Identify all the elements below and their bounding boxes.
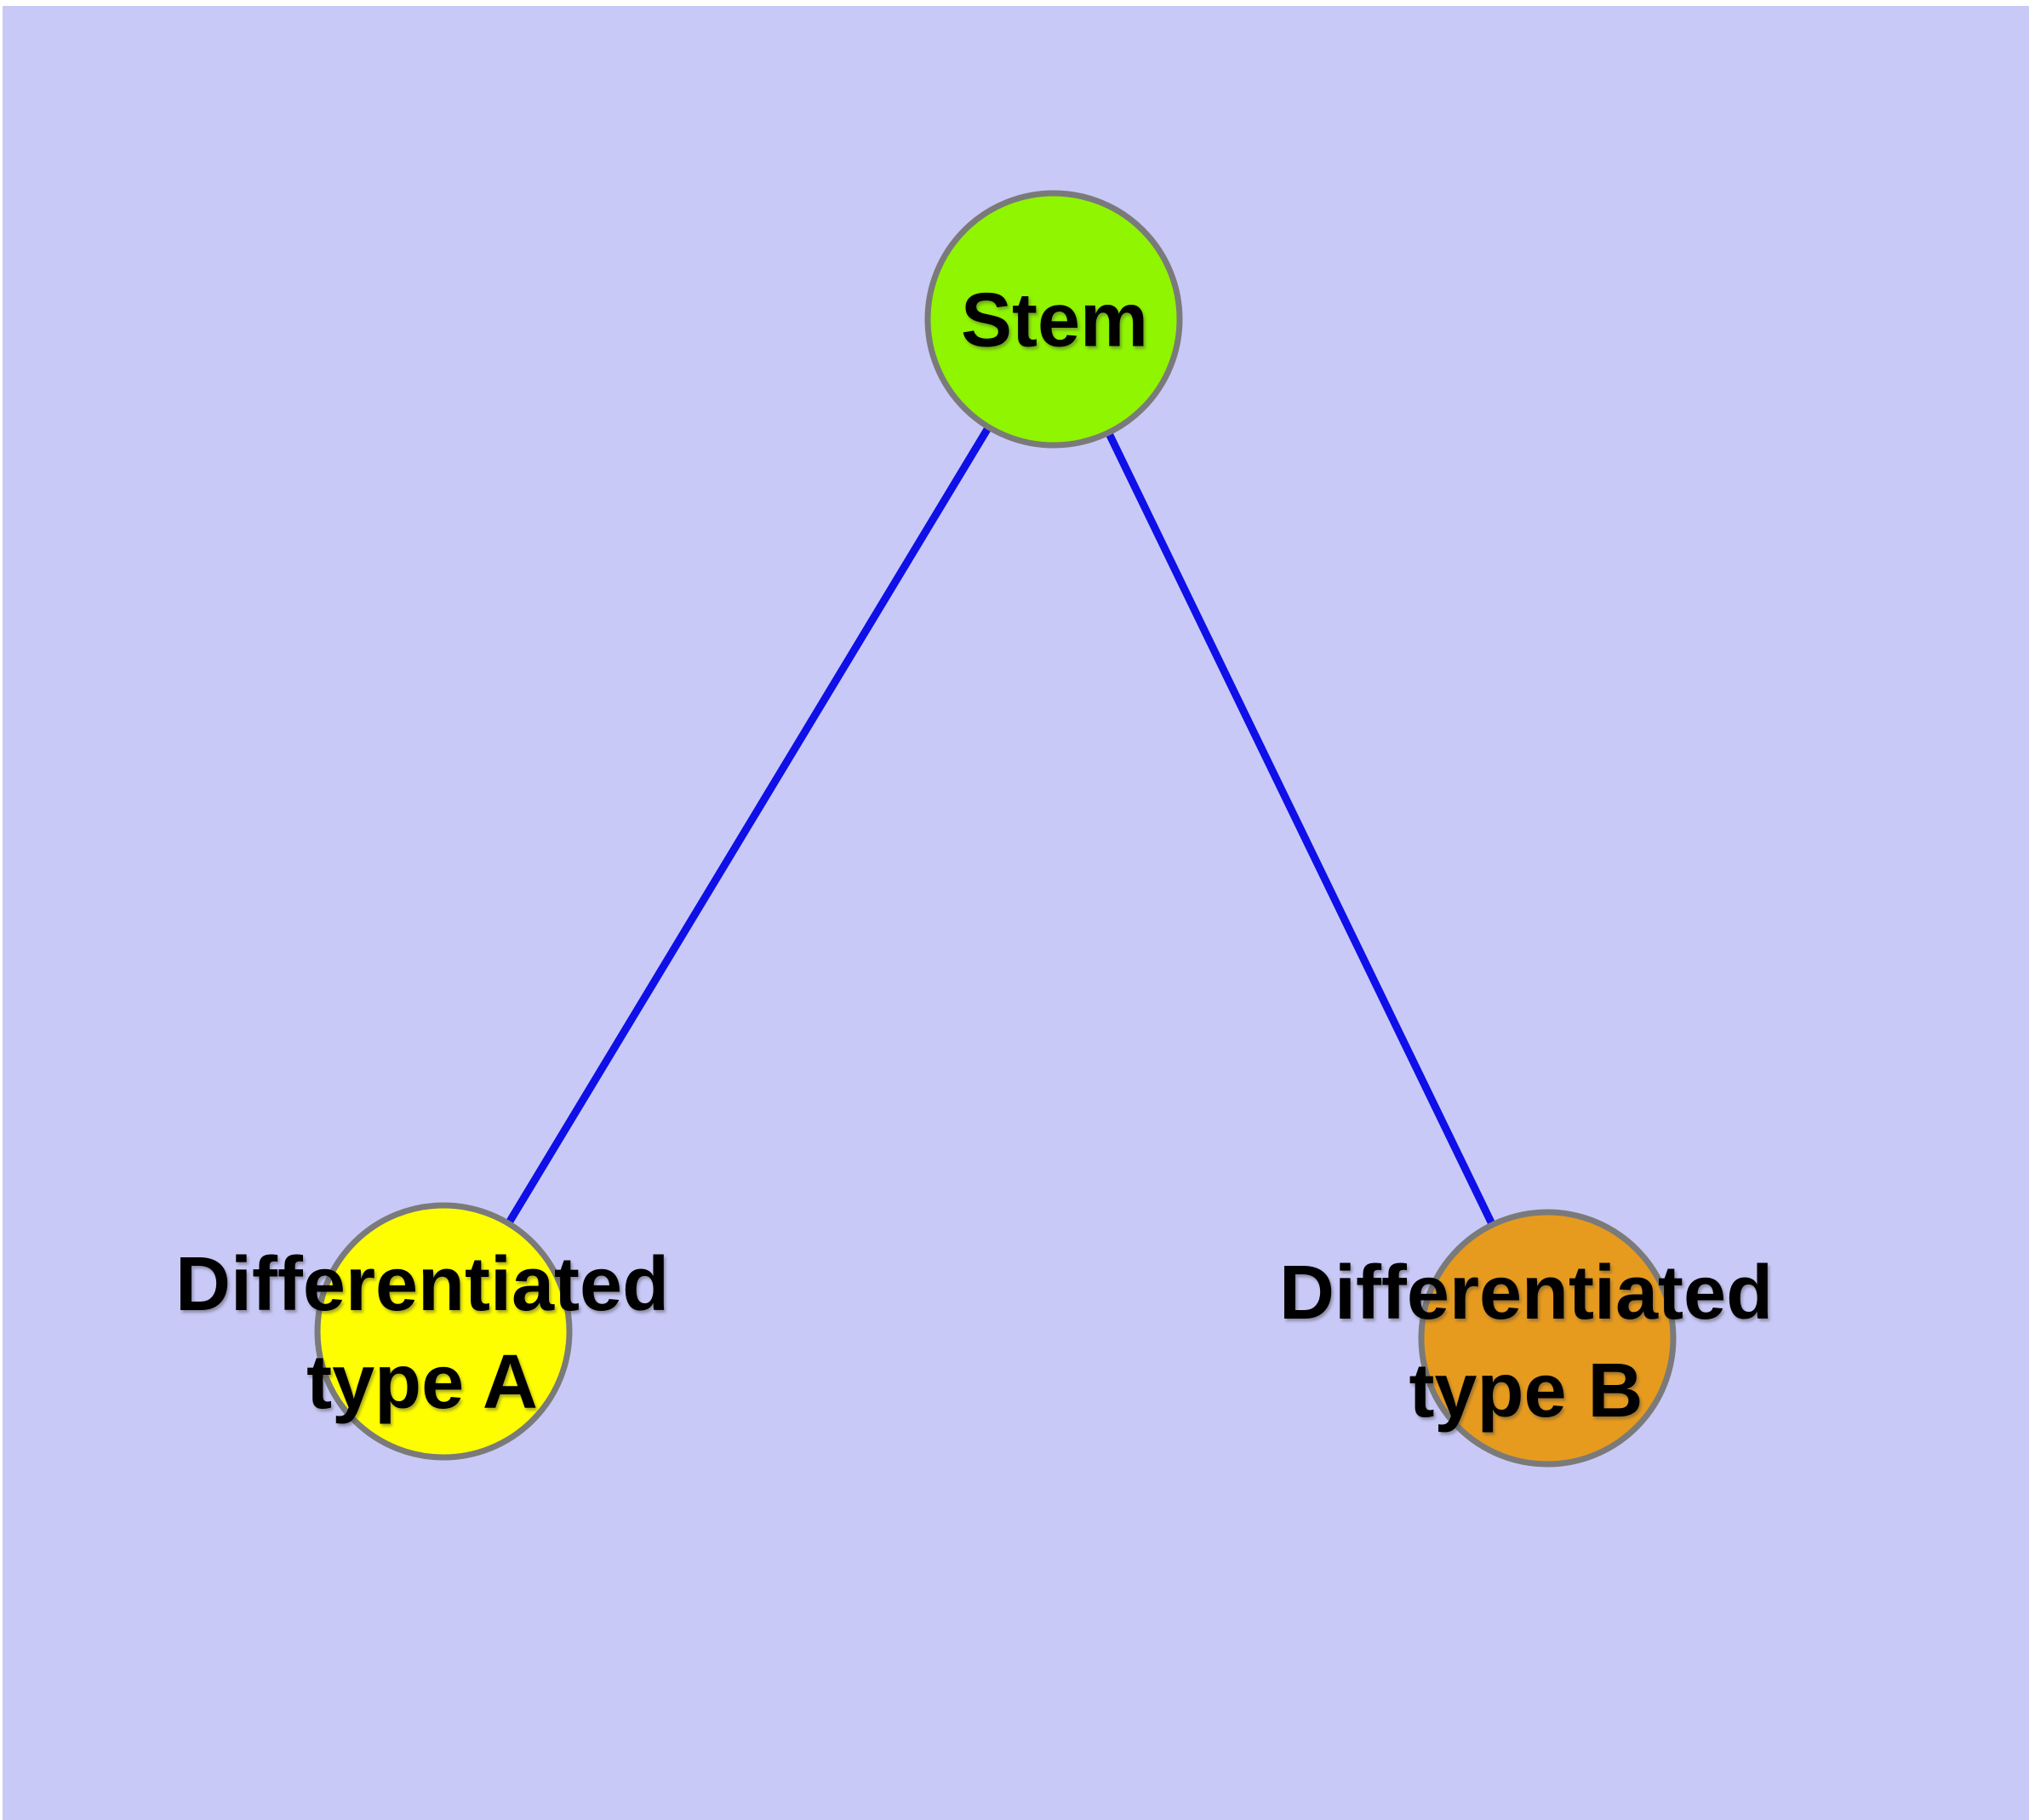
node-differentiated-type-b [1418,1209,1677,1468]
node-differentiated-type-a [314,1202,573,1461]
edge-stem-to-type-a [439,315,1058,1336]
node-stem-label: Stem [960,278,1149,363]
node-differentiated-type-a-label: Differentiated type A [174,1241,670,1425]
edge-stem-to-type-b [1049,315,1552,1342]
node-stem [924,190,1183,449]
node-differentiated-type-b-label: Differentiated type B [1278,1250,1774,1434]
